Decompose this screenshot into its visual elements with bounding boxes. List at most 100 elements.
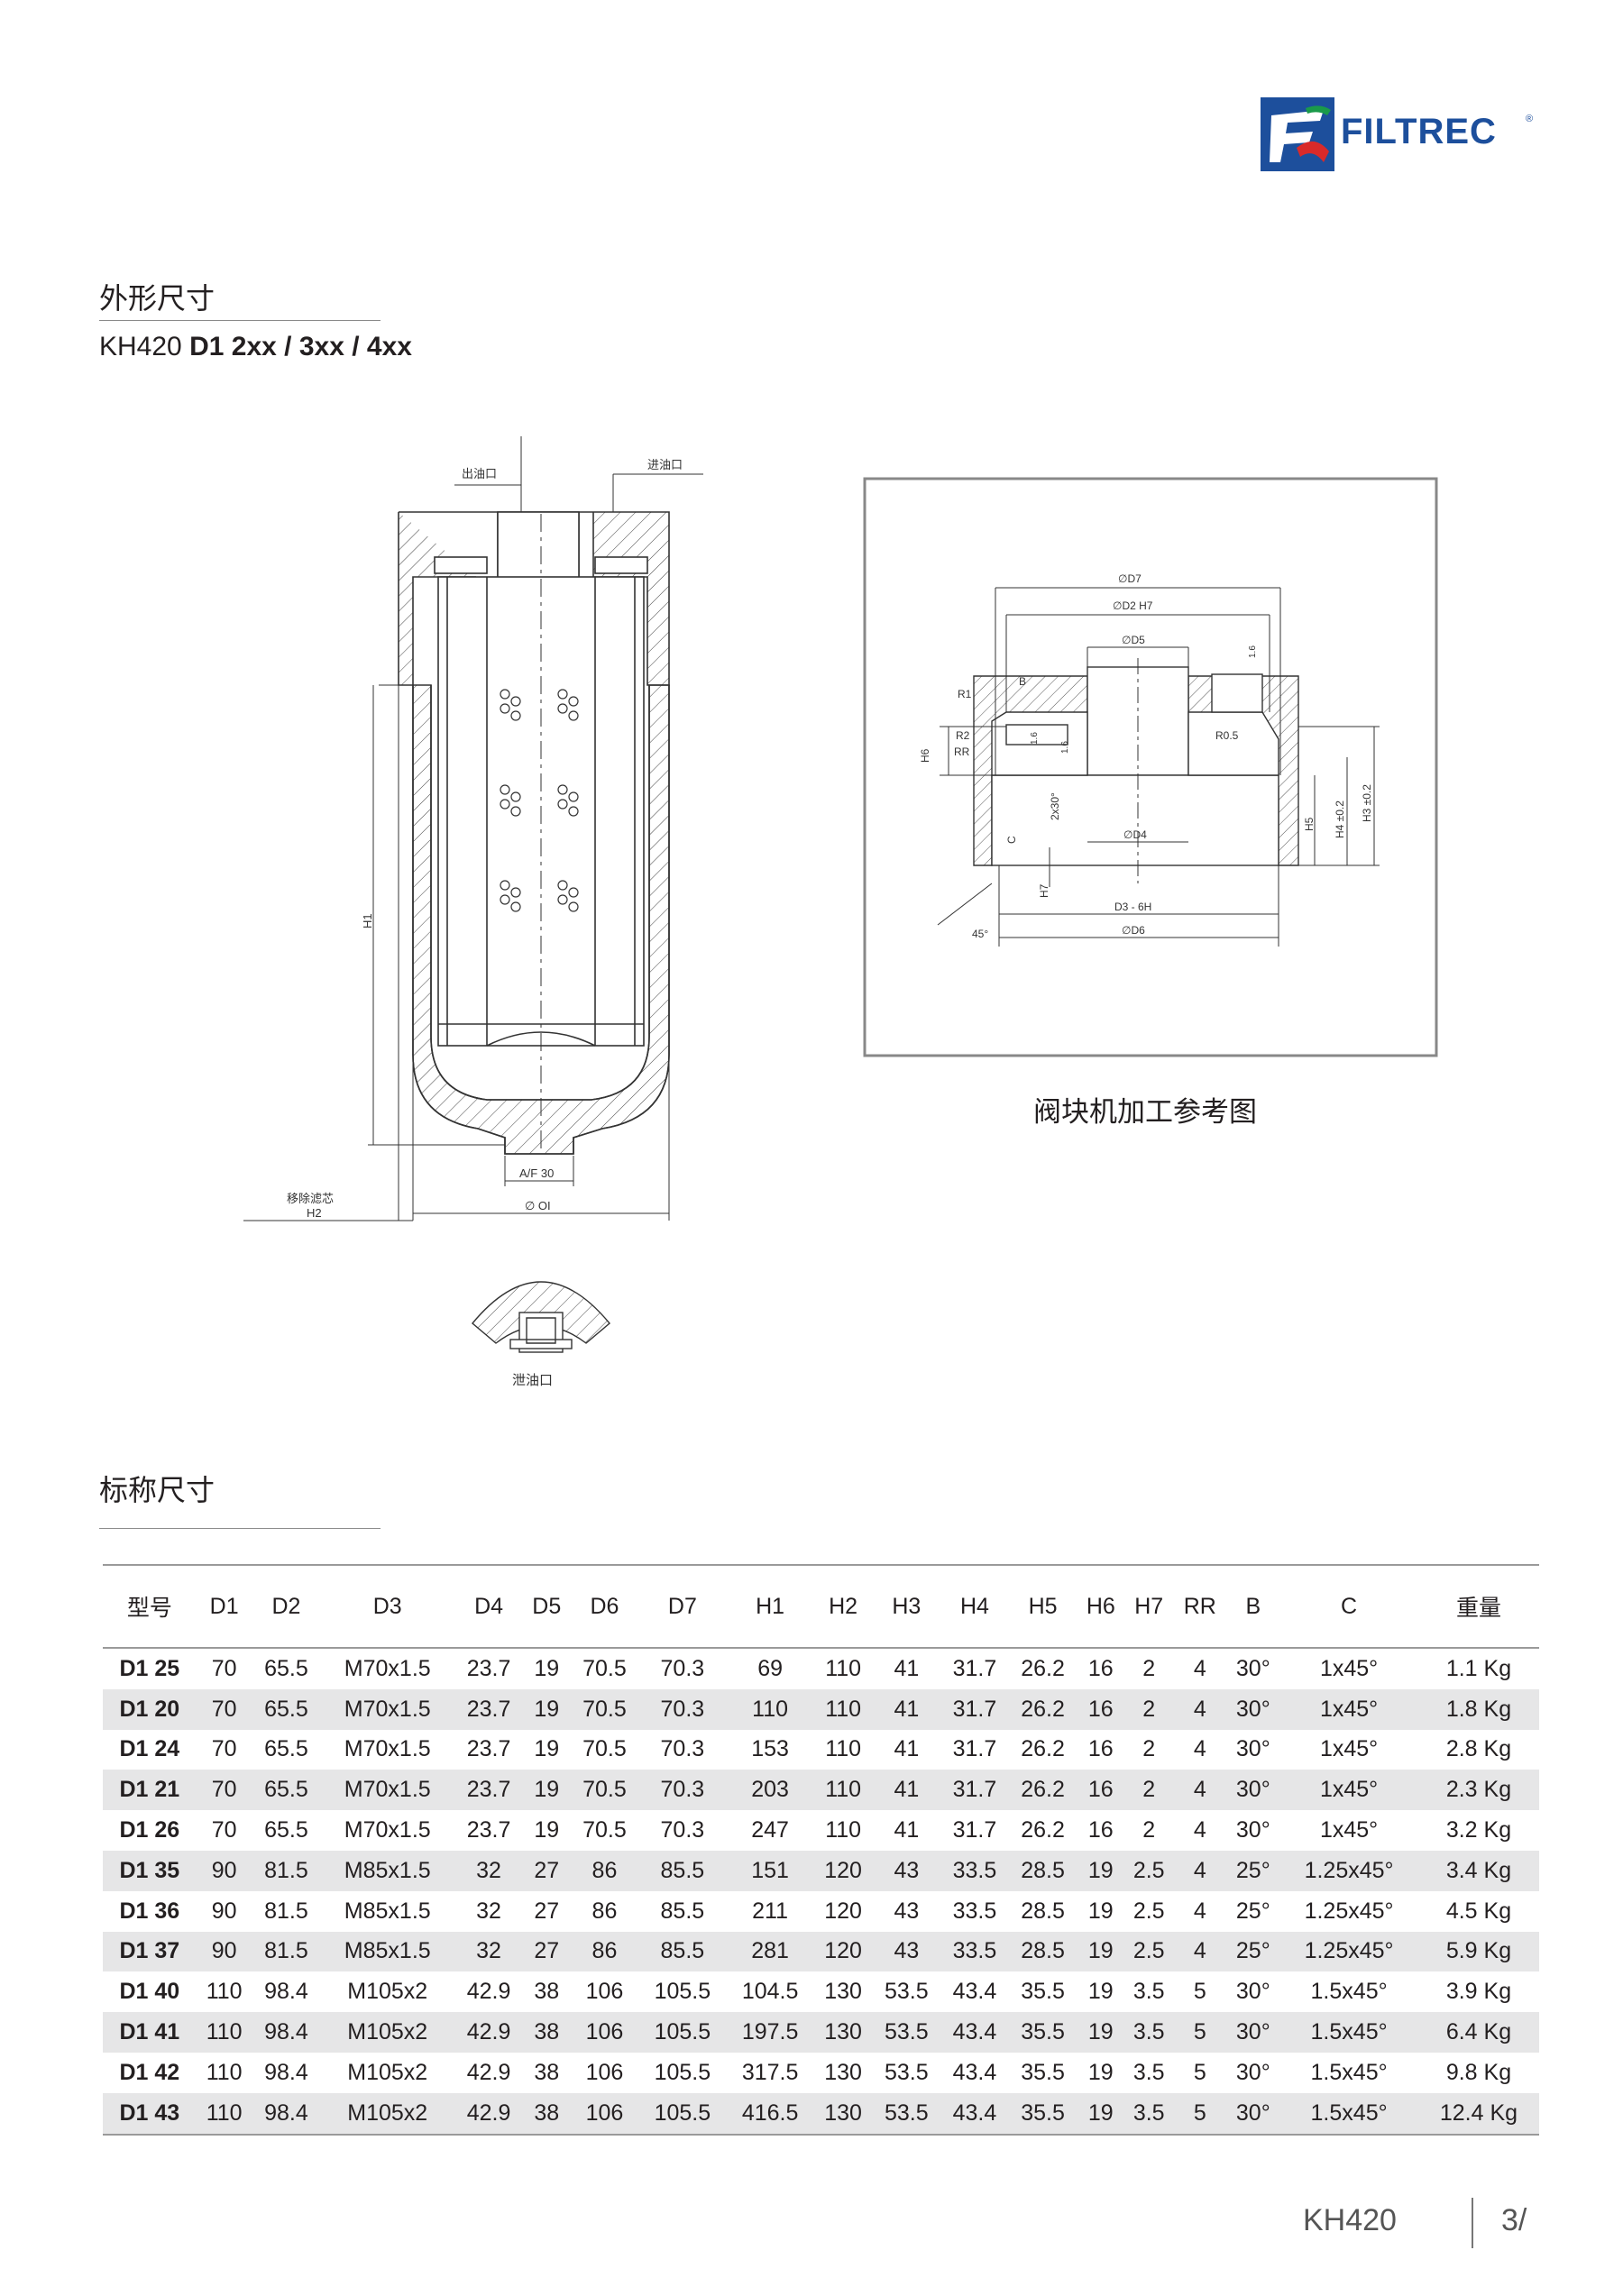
label-drain: 泄油口	[512, 1373, 553, 1388]
label-roughness-3: 1.6	[1248, 645, 1258, 658]
value-cell: 19	[1077, 2092, 1125, 2136]
value-cell: M105x2	[320, 2092, 455, 2136]
value-cell: 23.7	[466, 1655, 511, 1681]
label-d4: ∅D4	[1123, 828, 1147, 841]
value-cell: 19	[522, 1688, 571, 1730]
value-cell: 43	[872, 1931, 941, 1972]
section-title-underline-2	[99, 1528, 381, 1529]
value-cell: 130	[824, 1979, 862, 2005]
value-cell: 70.3	[638, 1770, 727, 1811]
value-cell: M70x1.5	[320, 1688, 455, 1730]
value-cell: 35.5	[1021, 1979, 1065, 2005]
label-inlet: 进油口	[647, 458, 683, 471]
value-cell: 30°	[1226, 1688, 1280, 1730]
value-cell: 1.5x45°	[1279, 2092, 1418, 2136]
value-cell: 27	[522, 1850, 571, 1891]
value-cell: 16	[1087, 1655, 1114, 1681]
value-cell: 4.5 Kg	[1445, 1898, 1512, 1924]
value-cell: 41	[894, 1655, 920, 1681]
value-cell: 32	[454, 1931, 523, 1972]
value-cell: 65.5	[252, 1770, 321, 1811]
label-h4: H4 ±0.2	[1334, 800, 1346, 838]
logo-swoosh-green	[1306, 105, 1331, 115]
logo-swoosh-red	[1297, 141, 1329, 162]
value-cell: 98.4	[264, 1979, 308, 2005]
value-cell: 81.5	[264, 1898, 308, 1924]
label-af: A/F 30	[519, 1166, 554, 1180]
value-cell: 1.5x45°	[1310, 1979, 1388, 2005]
value-cell: 19	[1087, 1979, 1114, 2005]
value-cell: 86	[570, 1850, 639, 1891]
column-header: C	[1279, 1564, 1418, 1649]
value-cell: 5	[1173, 2012, 1227, 2053]
value-cell: 1x45°	[1279, 1688, 1418, 1730]
value-cell: 110	[206, 2059, 243, 2085]
value-cell: 203	[726, 1770, 814, 1811]
value-cell: 30°	[1226, 1770, 1280, 1811]
value-cell: 70	[211, 1736, 237, 1762]
value-cell: 41	[872, 1688, 941, 1730]
value-cell: 3.5	[1132, 2059, 1165, 2085]
value-cell: 3.5	[1124, 2012, 1174, 2053]
label-d6: ∅D6	[1122, 924, 1145, 937]
label-r1: R1	[958, 688, 972, 700]
label-ang45: 45°	[972, 928, 988, 940]
value-cell: 70.5	[582, 1736, 627, 1762]
value-cell: 98.4	[264, 2059, 308, 2085]
value-cell: 70	[211, 1655, 237, 1681]
value-cell: 16	[1087, 1817, 1114, 1843]
value-cell: 110	[726, 1688, 814, 1730]
value-cell: 65.5	[264, 1817, 308, 1843]
column-header: D5	[522, 1564, 571, 1649]
value-cell: 86	[570, 1931, 639, 1972]
value-cell: 70	[196, 1688, 252, 1730]
value-cell: 106	[570, 2092, 639, 2136]
column-header: D3	[320, 1564, 455, 1649]
column-header: H4	[940, 1564, 1009, 1649]
brand-name: FILTREC	[1341, 112, 1497, 151]
value-cell: 19	[1077, 2012, 1125, 2053]
value-cell: 43.4	[940, 2092, 1009, 2136]
value-cell: 26.2	[1021, 1655, 1065, 1681]
value-cell: 42.9	[466, 2059, 511, 2085]
model-cell: D1 20	[103, 1688, 197, 1730]
model-cell: D1 24	[119, 1736, 180, 1762]
label-h3: H3 ±0.2	[1361, 784, 1373, 822]
value-cell: 70.3	[660, 1817, 705, 1843]
column-header: H2	[813, 1564, 873, 1649]
value-cell: 281	[726, 1931, 814, 1972]
label-ang30: 2x30°	[1049, 792, 1061, 820]
value-cell: 317.5	[741, 2059, 799, 2085]
value-cell: 42.9	[454, 2092, 523, 2136]
column-header: D6	[570, 1564, 639, 1649]
value-cell: 1.8 Kg	[1417, 1688, 1539, 1730]
label-d2h7: ∅D2 H7	[1113, 599, 1153, 612]
model-variants: D1 2xx / 3xx / 4xx	[189, 332, 412, 361]
value-cell: M85x1.5	[344, 1898, 431, 1924]
value-cell: 26.2	[1021, 1736, 1065, 1762]
value-cell: 4	[1173, 1770, 1227, 1811]
column-header: H6	[1077, 1564, 1125, 1649]
value-cell: 4	[1173, 1688, 1227, 1730]
value-cell: 90	[196, 1931, 252, 1972]
value-cell: 9.8 Kg	[1445, 2059, 1512, 2085]
value-cell: 70.3	[660, 1655, 705, 1681]
value-cell: 31.7	[940, 1688, 1009, 1730]
value-cell: 85.5	[638, 1850, 727, 1891]
value-cell: 65.5	[264, 1736, 308, 1762]
value-cell: 43.4	[952, 1979, 997, 2005]
value-cell: 23.7	[454, 1688, 523, 1730]
value-cell: 30°	[1235, 1736, 1270, 1762]
footer-product-code: KH420	[1303, 2203, 1397, 2237]
value-cell: 3.9 Kg	[1445, 1979, 1512, 2005]
value-cell: 153	[751, 1736, 789, 1762]
model-cell: D1 41	[103, 2012, 197, 2053]
value-cell: M70x1.5	[344, 1817, 431, 1843]
column-header: D1	[196, 1564, 252, 1649]
